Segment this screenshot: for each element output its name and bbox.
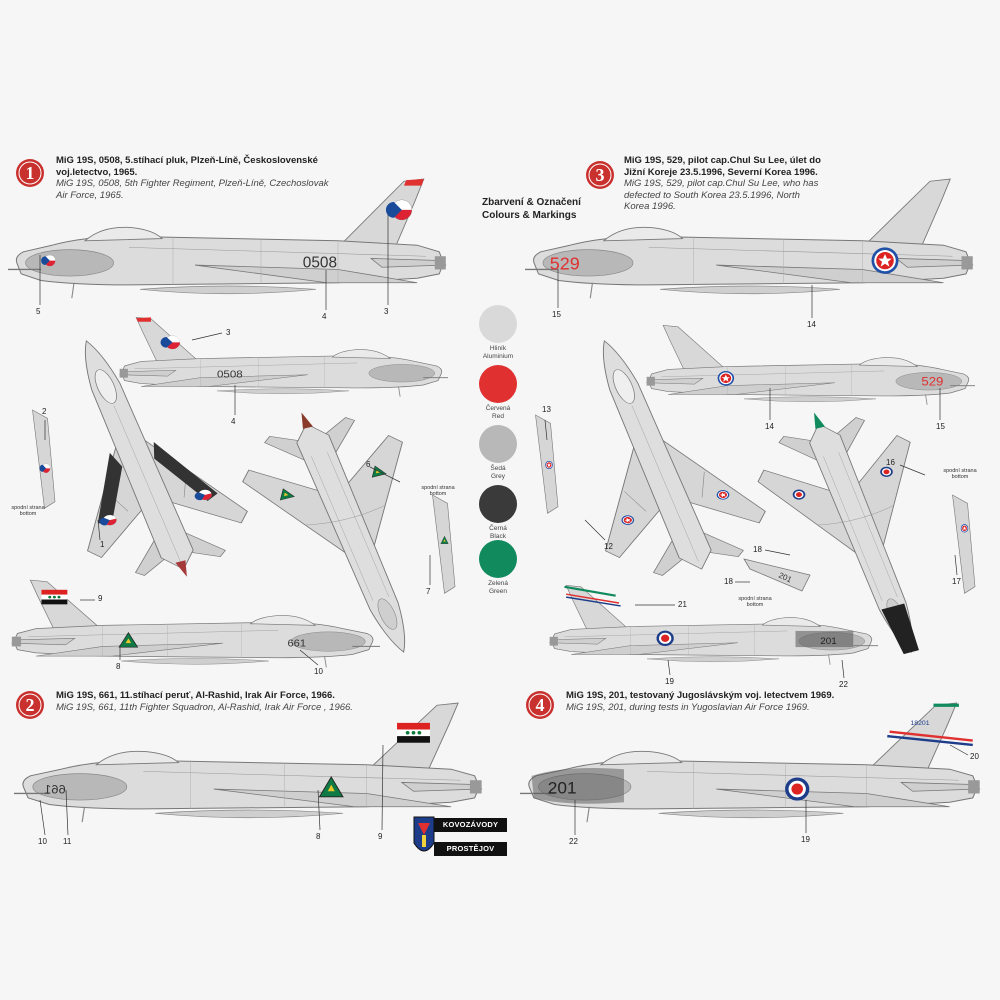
callout-20: 20: [970, 752, 979, 761]
scheme-1-caption: MiG 19S, 0508, 5.stíhací pluk, Plzeň-Lín…: [56, 155, 386, 201]
callout-13: 13: [542, 405, 551, 414]
scheme-3-caption: MiG 19S, 529, pilot cap.Chul Su Lee, úle…: [624, 155, 844, 213]
callout-8b: 8: [316, 832, 321, 841]
scheme-3-side-view: 529: [524, 178, 974, 299]
swatch-grey-circle: [479, 425, 517, 463]
scheme-3-title-en-2: defected to South Korea 23.5.1996, North: [624, 189, 800, 201]
logo-line-2: PROSTĚJOV: [434, 842, 507, 856]
callout-16: 16: [886, 458, 895, 467]
callout-21: 21: [678, 600, 687, 609]
scheme-4-caption: MiG 19S, 201, testovaný Jugoslávským voj…: [566, 690, 946, 713]
callout-9: 9: [98, 594, 103, 603]
callout-22: 22: [839, 680, 848, 689]
scheme-3-title-en: MiG 19S, 529, pilot cap.Chul Su Lee, who…: [624, 178, 819, 189]
scheme-3-title-cz-2: Jižní Koreje 23.5.1996, Severní Korea 19…: [624, 166, 818, 178]
callout-4: 4: [322, 312, 327, 321]
scheme-1-title-en-2: Air Force, 1965.: [56, 189, 124, 201]
scheme-4-side-code: 201: [548, 779, 577, 798]
scheme-4-fin-serial: 18201: [910, 720, 929, 727]
callout-11: 11: [63, 837, 72, 846]
scheme-1-top-view: [5, 320, 265, 590]
callout-19b: 19: [801, 835, 810, 844]
callout-12: 12: [604, 542, 613, 551]
scheme-4-title-cz: MiG 19S, 201, testovaný Jugoslávským voj…: [566, 690, 835, 701]
scheme-1-side-code: 0508: [303, 254, 337, 271]
scheme-3-title-en-3: Korea 1996.: [624, 201, 676, 212]
swatch-aluminium-circle: [479, 305, 517, 343]
callout-15: 15: [552, 310, 561, 319]
logo-line-1: KOVOZÁVODY: [434, 818, 507, 832]
scheme-3-title-cz: MiG 19S, 529, pilot cap.Chul Su Lee, úle…: [624, 155, 821, 166]
callout-18: 18: [753, 545, 762, 554]
callout-17: 17: [952, 577, 961, 586]
callout-10: 10: [314, 667, 323, 676]
callout-15b: 15: [936, 422, 945, 431]
callout-8: 8: [116, 662, 121, 671]
callout-19: 19: [665, 677, 674, 686]
scheme-4-title-en: MiG 19S, 201, during tests in Yugoslavia…: [566, 701, 810, 713]
scheme-1-title-cz: MiG 19S, 0508, 5.stíhací pluk, Plzeň-Lín…: [56, 155, 318, 166]
callout-5: 5: [36, 307, 41, 316]
scheme-2-side-code: 661: [44, 783, 66, 797]
callout-9b: 9: [378, 832, 383, 841]
legend-title-en: Colours & Markings: [482, 210, 577, 221]
scheme-1-title-en: MiG 19S, 0508, 5th Fighter Regiment, Plz…: [56, 178, 329, 189]
scheme-4-badge: 4: [525, 690, 555, 720]
callout-22b: 22: [569, 837, 578, 846]
callout-2: 2: [42, 407, 47, 416]
callout-18b: 18: [724, 577, 733, 586]
scheme-1-title-cz-2: voj.letectvo, 1965.: [56, 166, 138, 178]
scheme-4-bottom-view: [742, 403, 988, 673]
scheme-3-side-code-right: 529: [921, 375, 943, 388]
callout-4b: 4: [231, 417, 236, 426]
callout-10b: 10: [38, 837, 47, 846]
swatch-black-circle: [479, 485, 517, 523]
scheme-2-bottom-view: [225, 403, 485, 673]
callout-3b: 3: [226, 328, 231, 337]
scheme-4-side-code-small: 201: [820, 637, 836, 646]
scheme-2-title-cz: MiG 19S, 661, 11.stíhací peruť, Al-Rashi…: [56, 690, 335, 701]
scheme-2-side-view-small: 661: [11, 579, 381, 668]
callout-6: 6: [366, 460, 371, 469]
callout-7: 7: [426, 587, 431, 596]
callout-14b: 14: [765, 422, 774, 431]
legend-title: Zbarvení & Označení Colours & Markings: [482, 196, 592, 222]
scheme-3-badge: 3: [585, 160, 615, 190]
scheme-4-side-view-small: 201: [549, 584, 879, 666]
scheme-2-badge: 2: [15, 690, 45, 720]
callout-14: 14: [807, 320, 816, 329]
scheme-2-title-en: MiG 19S, 661, 11th Fighter Squadron, Al-…: [56, 701, 353, 713]
kovozavody-logo: KOVOZÁVODY PROSTĚJOV: [412, 815, 507, 861]
scheme-2-side-code-small: 661: [288, 639, 307, 649]
scheme-4-wing-code-fragment: 201: [743, 558, 811, 592]
swatch-red-circle: [479, 365, 517, 403]
legend-title-cz: Zbarvení & Označení: [482, 197, 581, 208]
scheme-2-side-view: 661: [13, 702, 483, 823]
scheme-1-side-view-right: 0508: [119, 316, 449, 398]
scheme-3-side-code: 529: [550, 254, 580, 274]
scheme-4-side-view: 18201 201: [519, 702, 981, 823]
kovozavody-shield-icon: [413, 816, 435, 852]
swatch-green-circle: [479, 540, 517, 578]
scheme-3-side-view-right: 529: [646, 324, 976, 406]
scheme-1-side-view: 0508: [7, 178, 447, 299]
scheme-1-badge: 1: [15, 158, 45, 188]
callout-3: 3: [384, 307, 389, 316]
scheme-2-caption: MiG 19S, 661, 11.stíhací peruť, Al-Rashi…: [56, 690, 436, 713]
scheme-1-side-code-right: 0508: [217, 369, 243, 380]
callout-1: 1: [100, 540, 105, 549]
